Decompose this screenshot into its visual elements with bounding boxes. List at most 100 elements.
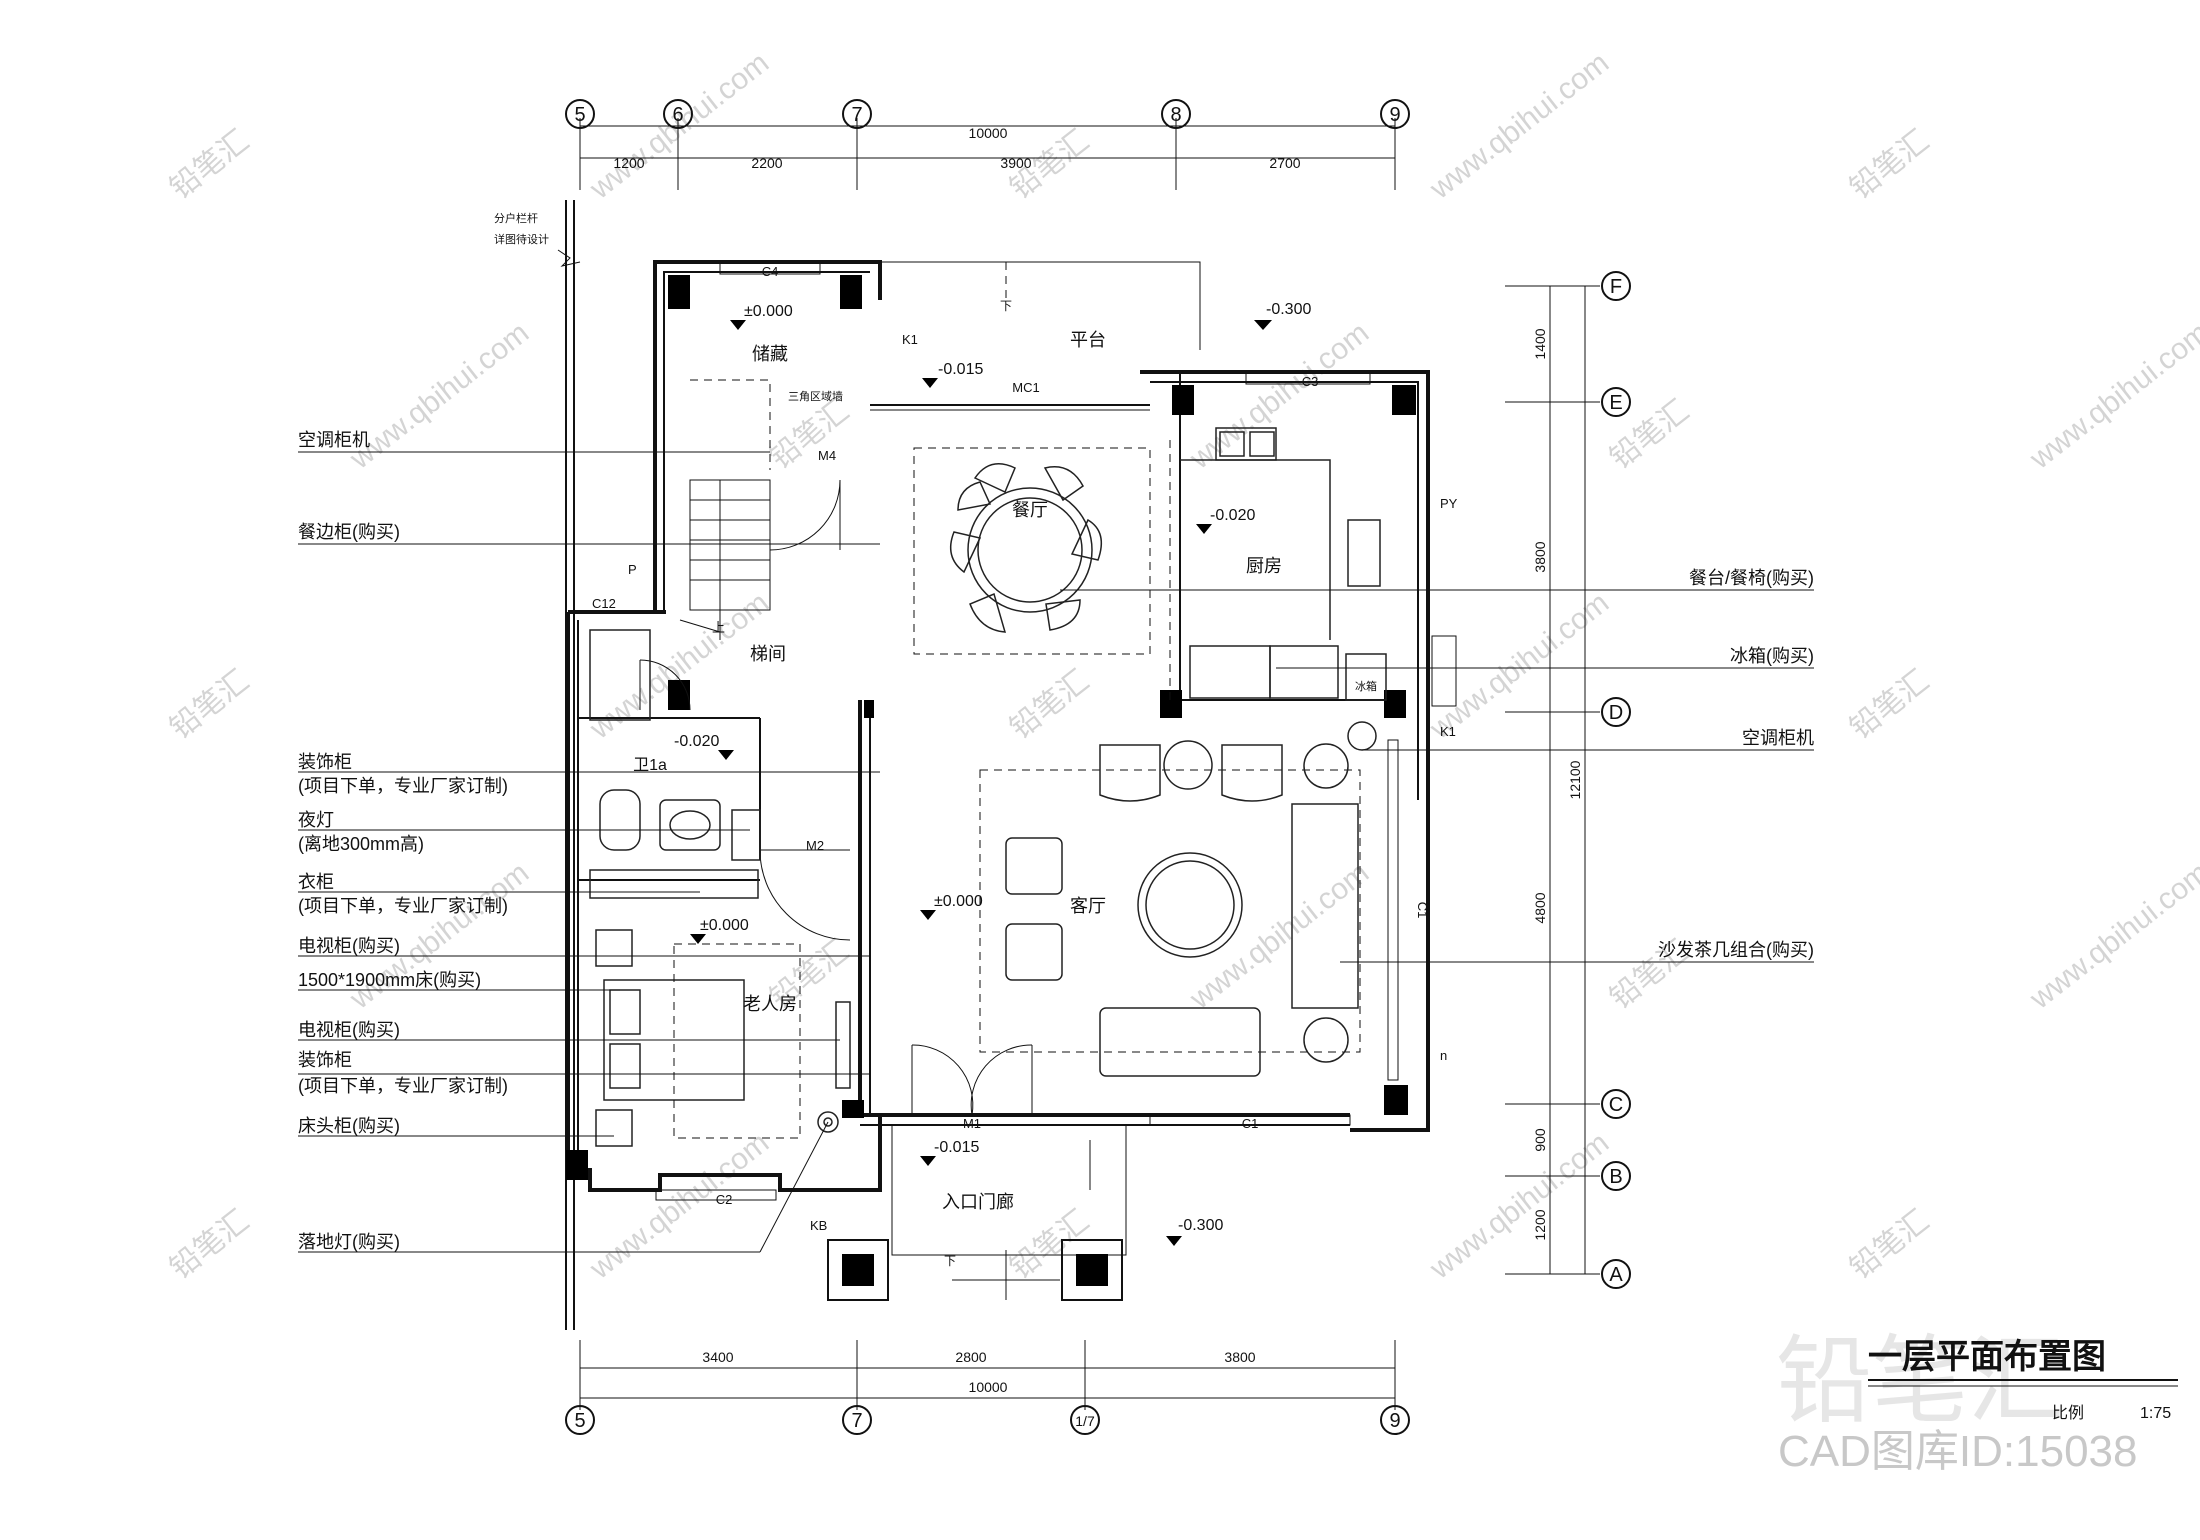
label-dining-set: 餐台/餐椅(购买) bbox=[1689, 568, 1814, 588]
window-c3: C3 bbox=[1302, 374, 1319, 389]
room-living: 客厅 bbox=[1070, 896, 1106, 916]
label-ac-left: 空调柜机 bbox=[298, 430, 370, 450]
grid-top-5: 5 bbox=[574, 104, 585, 126]
dim-right-seg-1: 1400 bbox=[1532, 328, 1548, 359]
watermark-layer: 铅笔汇 www.qbihui.com 铅笔汇 www.qbihui.com 铅笔汇 www… bbox=[164, 46, 2200, 1286]
watermark-text: www.qbihui.com bbox=[1423, 586, 1615, 746]
dim-bottom-seg-3: 3800 bbox=[1224, 1349, 1255, 1365]
label-sofa-set: 沙发茶几组合(购买) bbox=[1658, 940, 1814, 960]
room-entry: 入口门廊 bbox=[942, 1192, 1014, 1212]
label-deco-cabinet-1: 装饰柜 bbox=[298, 752, 352, 772]
label-sideboard: 餐边柜(购买) bbox=[298, 522, 400, 542]
rail-note-2: 详图待设计 bbox=[494, 232, 549, 246]
living-furniture bbox=[979, 721, 1377, 1077]
dining-set bbox=[913, 447, 1151, 655]
room-platform: 平台 bbox=[1070, 330, 1106, 350]
level-entry: -0.015 bbox=[934, 1139, 979, 1156]
label-deco-cabinet-2: 装饰柜 bbox=[298, 1050, 352, 1070]
watermark-text: 铅笔汇 bbox=[164, 664, 255, 745]
misc-marks: K1 K1 KB C12 P PY n bbox=[592, 332, 1458, 1233]
watermark-text: 铅笔汇 bbox=[1844, 124, 1935, 205]
grid-bottom-7: 7 bbox=[851, 1410, 862, 1432]
grid-top-7: 7 bbox=[851, 104, 862, 126]
stair-up: 上 bbox=[712, 620, 725, 635]
scale-label: 比例 bbox=[2052, 1404, 2084, 1422]
title-block: 铅笔汇 一层平面布置图 比例 1:75 CAD图库ID:15038 bbox=[1776, 1328, 2178, 1476]
watermark-text: 铅笔汇 bbox=[1844, 1204, 1935, 1285]
drawing-title: 一层平面布置图 bbox=[1868, 1338, 2106, 1376]
level-bath: -0.020 bbox=[674, 733, 719, 750]
label-fridge: 冰箱(购买) bbox=[1730, 646, 1814, 666]
room-kitchen: 厨房 bbox=[1246, 556, 1282, 576]
scale-value: 1:75 bbox=[2140, 1405, 2171, 1422]
grid-right-C: C bbox=[1609, 1094, 1623, 1116]
watermark-text: www.qbihui.com bbox=[583, 1126, 775, 1286]
grid-top-9: 9 bbox=[1389, 104, 1400, 126]
dim-bottom-seg-1: 3400 bbox=[702, 1349, 733, 1365]
label-deco-cabinet-1-note: (项目下单，专业厂家订制) bbox=[298, 776, 508, 796]
label-bed: 1500*1900mm床(购买) bbox=[298, 970, 481, 990]
right-grid-bubbles: F E D C B A bbox=[1601, 271, 1631, 1289]
door-mc1: MC1 bbox=[1012, 380, 1039, 395]
window-c1-bottom: C1 bbox=[1242, 1116, 1259, 1131]
label-wardrobe-note: (项目下单，专业厂家订制) bbox=[298, 896, 508, 916]
grid-bottom-1-7: 1/7 bbox=[1075, 1413, 1095, 1429]
level-platform: -0.300 bbox=[1266, 301, 1311, 318]
label-tv-cabinet-2: 电视柜(购买) bbox=[298, 1020, 400, 1040]
dim-right-total: 12100 bbox=[1567, 760, 1583, 799]
dim-bottom-seg-2: 2800 bbox=[955, 1349, 986, 1365]
dim-right-seg-4: 900 bbox=[1532, 1128, 1548, 1152]
watermark-text: 铅笔汇 bbox=[764, 394, 855, 475]
right-dimension-chain: 1400 3800 4800 900 1200 12100 bbox=[1505, 285, 1600, 1275]
room-elder: 老人房 bbox=[743, 994, 797, 1014]
label-deco-cabinet-2-note: (项目下单，专业厂家订制) bbox=[298, 1076, 508, 1096]
label-tv-cabinet-1: 电视柜(购买) bbox=[298, 936, 400, 956]
room-stair: 梯间 bbox=[750, 644, 786, 664]
window-c4: C4 bbox=[762, 264, 779, 279]
dim-top-seg-2: 2200 bbox=[751, 155, 782, 171]
fridge-tag: 冰箱 bbox=[1355, 679, 1377, 693]
level-storage: ±0.000 bbox=[744, 303, 793, 320]
label-night-light: 夜灯 bbox=[298, 810, 334, 830]
dim-bottom-total: 10000 bbox=[969, 1379, 1008, 1395]
rail-note-1: 分户栏杆 bbox=[494, 211, 538, 225]
grid-bottom-9: 9 bbox=[1389, 1410, 1400, 1432]
grid-top-8: 8 bbox=[1170, 104, 1181, 126]
grid-right-F: F bbox=[1610, 276, 1622, 298]
door-m4: M4 bbox=[818, 448, 836, 463]
dim-right-seg-3: 4800 bbox=[1532, 892, 1548, 923]
mark-k1-side: K1 bbox=[1440, 724, 1456, 739]
platform-and-porch: 下 下 bbox=[827, 262, 1127, 1301]
windows: C4 C3 C2 C1 C1 bbox=[655, 261, 1457, 1207]
level-markers: ±0.000 -0.300 -0.015 -0.020 -0.020 ±0.00… bbox=[674, 301, 1311, 1246]
top-dimension-chain: 10000 1200 2200 3900 2700 bbox=[579, 118, 1396, 190]
mark-py: PY bbox=[1440, 496, 1458, 511]
structural-columns bbox=[566, 275, 1416, 1180]
mark-n: n bbox=[1440, 1048, 1447, 1063]
bath-fixtures bbox=[589, 629, 761, 861]
level-outside: -0.300 bbox=[1178, 1217, 1223, 1234]
exterior-walls bbox=[566, 260, 1430, 1192]
mark-k1-top: K1 bbox=[902, 332, 918, 347]
bedroom-furniture bbox=[589, 869, 851, 1147]
level-living: ±0.000 bbox=[934, 893, 983, 910]
door-m1: M1 bbox=[963, 1116, 981, 1131]
doors: M4 M2 M1 MC1 bbox=[639, 380, 1150, 1131]
window-c1-side: C1 bbox=[1415, 902, 1430, 919]
label-floor-lamp: 落地灯(购买) bbox=[298, 1232, 400, 1252]
label-nightstand: 床头柜(购买) bbox=[298, 1116, 400, 1136]
window-c2: C2 bbox=[716, 1192, 733, 1207]
door-m2: M2 bbox=[806, 838, 824, 853]
dim-top-seg-4: 2700 bbox=[1269, 155, 1300, 171]
watermark-text: www.qbihui.com bbox=[1423, 46, 1615, 206]
mark-c12: C12 bbox=[592, 596, 616, 611]
grid-right-B: B bbox=[1609, 1166, 1622, 1188]
grid-right-A: A bbox=[1609, 1264, 1623, 1286]
room-bath: 卫1a bbox=[633, 757, 667, 774]
staircase: 三角区域墙 上 bbox=[679, 379, 843, 640]
mark-p: P bbox=[628, 562, 637, 577]
room-names: 储藏 平台 餐厅 厨房 梯间 卫1a 客厅 老人房 入口门廊 bbox=[633, 330, 1282, 1212]
grid-right-E: E bbox=[1609, 392, 1622, 414]
bottom-dimension-chain: 3400 2800 3800 10000 bbox=[579, 1340, 1396, 1410]
catalog-id: CAD图库ID:15038 bbox=[1778, 1427, 2137, 1476]
